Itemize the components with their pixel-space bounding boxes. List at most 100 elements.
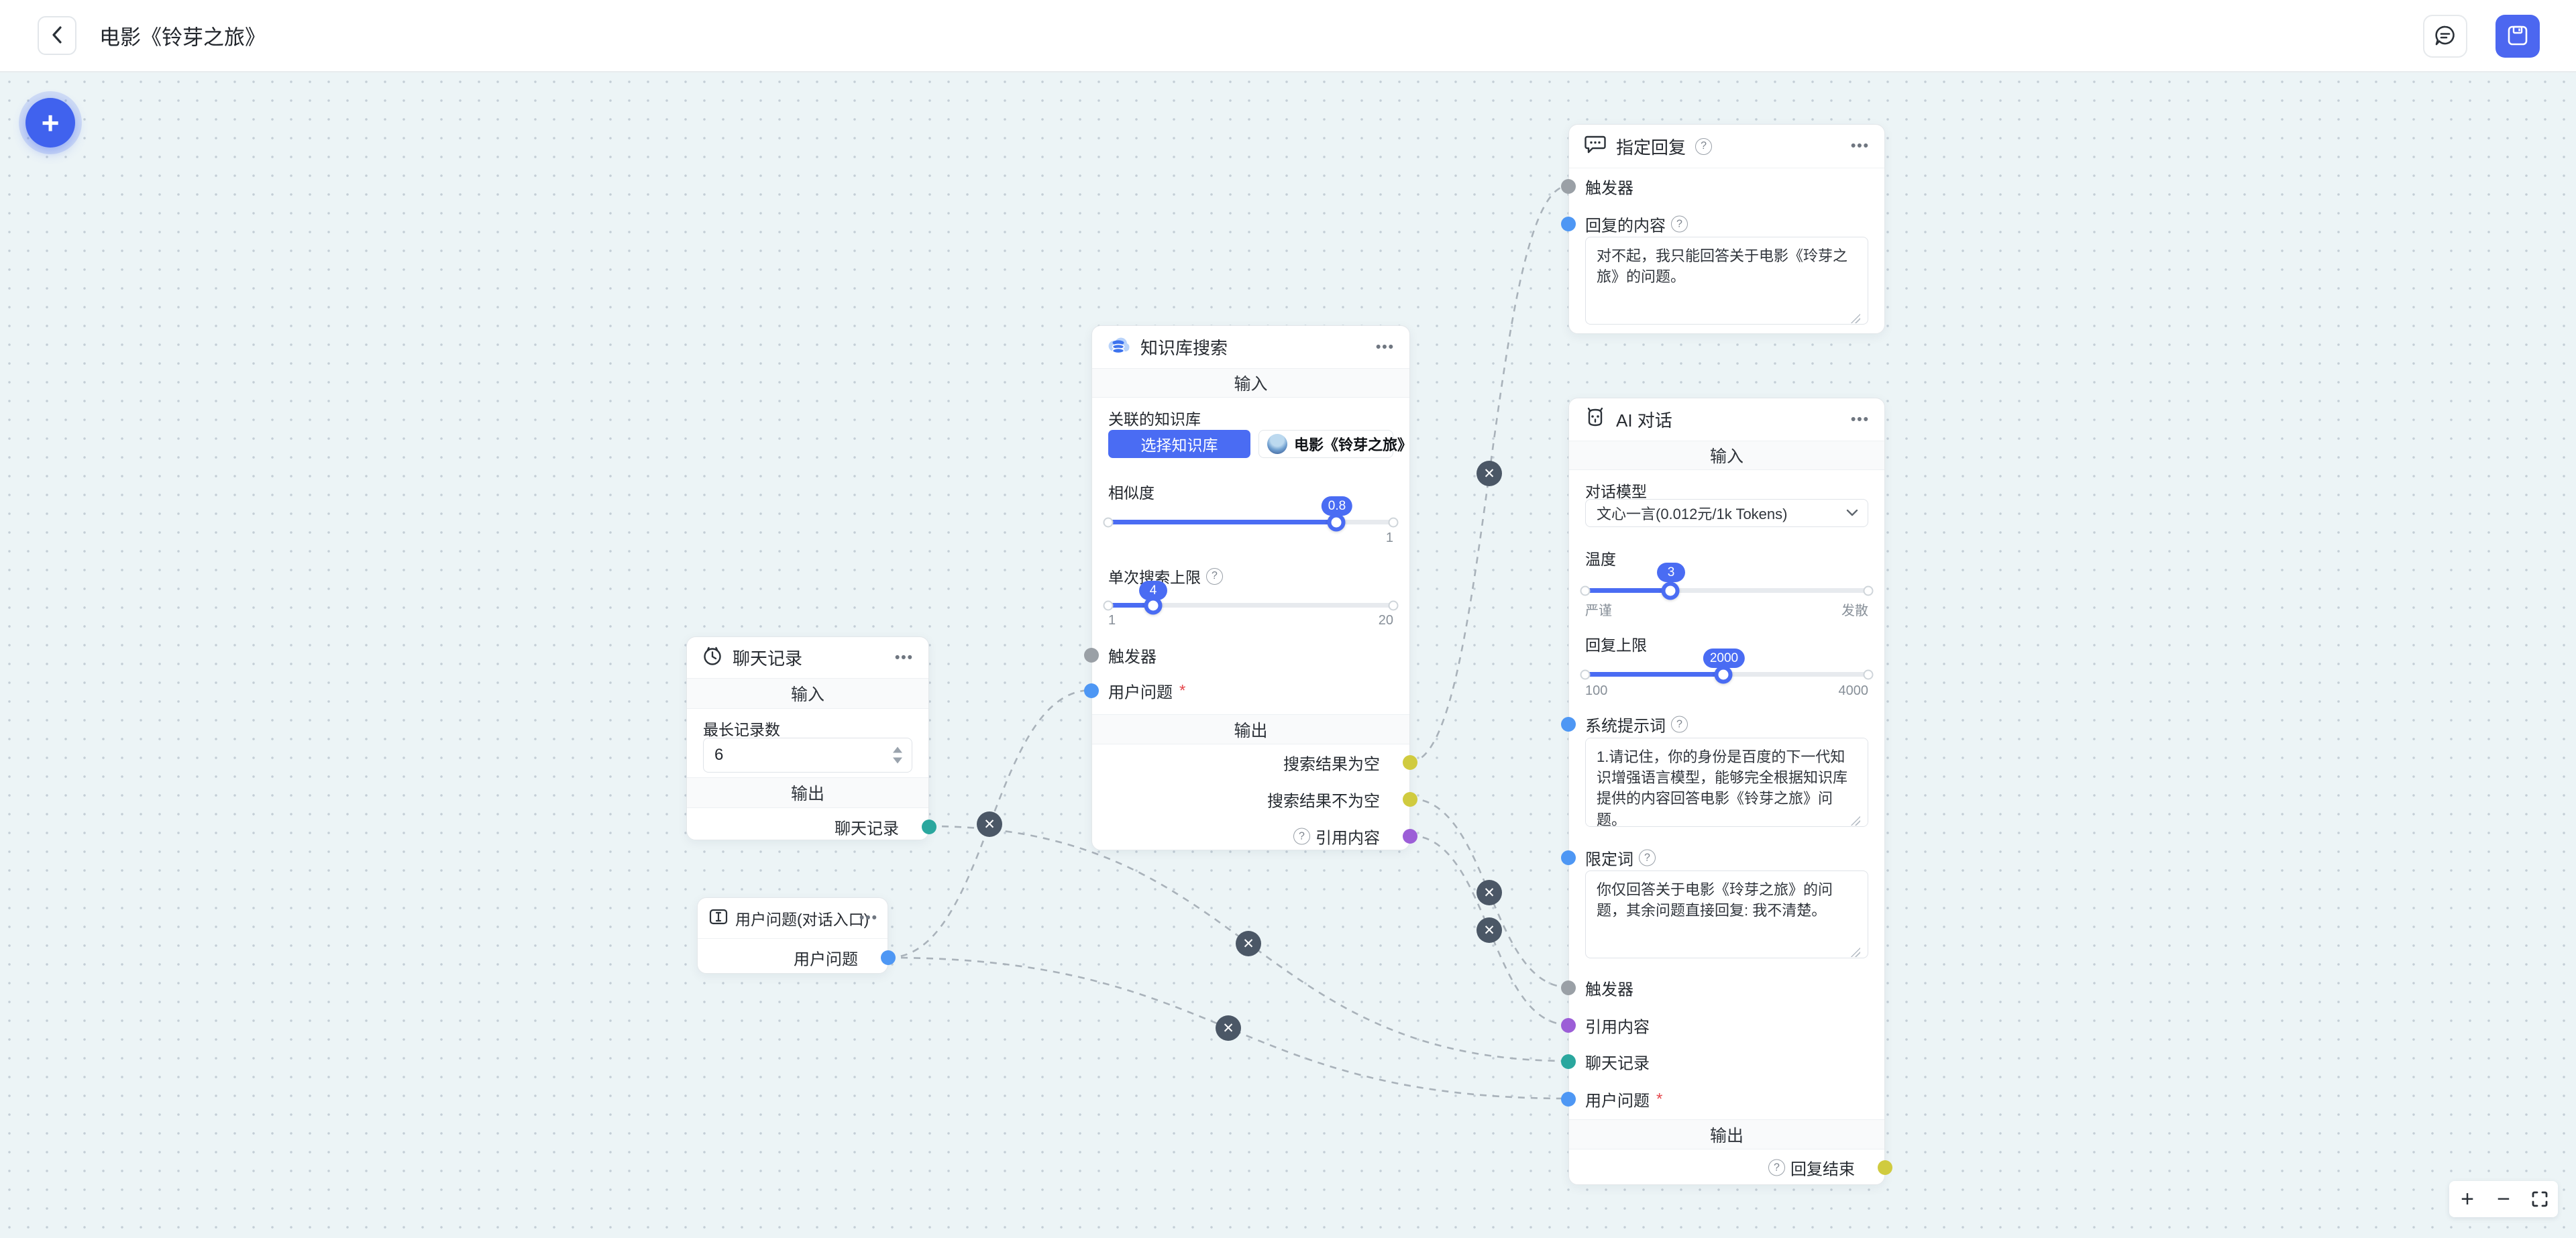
system-prompt-textarea[interactable]: 1.请记住，你的身份是百度的下一代知识增强语言模型，能够完全根据知识库提供的内容… — [1585, 738, 1868, 827]
node-title: 用户问题(对话入口) — [735, 911, 869, 928]
port-label: 触发器 — [1585, 179, 1633, 198]
temperature-max-label: 发散 — [1841, 604, 1868, 618]
similarity-slider-thumb[interactable] — [1327, 513, 1346, 531]
temperature-min-label: 严谨 — [1585, 604, 1612, 618]
reply-limit-value-bubble: 2000 — [1703, 649, 1746, 668]
port-label: 触发器 — [1585, 980, 1633, 999]
help-icon[interactable]: ? — [1671, 215, 1688, 233]
add-node-button[interactable]: + — [25, 98, 75, 148]
help-icon[interactable]: ? — [1293, 828, 1310, 845]
port-label: 回复的内容 — [1585, 217, 1666, 235]
port-dot-fixed-reply-content-input[interactable] — [1561, 217, 1576, 231]
port-dot-ai-citation-input[interactable] — [1561, 1018, 1576, 1033]
edge-delete-button[interactable]: ✕ — [1477, 917, 1502, 943]
port-row-ai-trigger: 触发器 — [1561, 978, 1884, 999]
zoom-out-button[interactable]: − — [2497, 1186, 2510, 1212]
port-row-kb-question: 用户问题* — [1084, 681, 1409, 702]
required-mark: * — [1179, 681, 1186, 699]
port-dot-kb-question-input[interactable] — [1084, 683, 1099, 698]
help-icon[interactable]: ? — [1768, 1159, 1785, 1176]
node-menu-button[interactable]: ••• — [1850, 138, 1870, 154]
port-dot-kb-result-not-empty-output[interactable] — [1403, 792, 1417, 807]
stepper-down-icon[interactable] — [893, 757, 902, 764]
node-menu-button[interactable]: ••• — [1375, 339, 1395, 355]
kb-poster-thumbnail — [1267, 434, 1287, 454]
help-icon[interactable]: ? — [1671, 716, 1688, 733]
node-user-question[interactable]: 用户问题(对话入口) ••• 用户问题 — [697, 897, 896, 974]
kb-chip[interactable]: 电影《铃芽之旅》 — [1258, 430, 1409, 458]
input-section-header: 输入 — [687, 678, 928, 709]
reply-content-textarea[interactable]: 对不起，我只能回答关于电影《玲芽之旅》的问题。 — [1585, 237, 1868, 325]
output-section-header: 输出 — [687, 777, 928, 808]
edge-delete-button[interactable]: ✕ — [977, 811, 1002, 837]
help-icon[interactable]: ? — [1206, 567, 1223, 585]
node-fixed-reply[interactable]: 指定回复 ? ••• 对不起，我只能回答关于电影《玲芽之旅》的问题。 触发器 回… — [1561, 124, 1885, 334]
port-dot-kb-trigger-input[interactable] — [1084, 648, 1099, 663]
port-label: 聊天记录 — [835, 820, 899, 838]
edge-delete-button[interactable]: ✕ — [1477, 880, 1502, 905]
node-ai-chat[interactable]: AI 对话 ••• 输入 对话模型 文心一言(0.012元/1k Tokens)… — [1561, 398, 1892, 1185]
port-label: 搜索结果不为空 — [1267, 792, 1380, 811]
fit-view-icon — [2532, 1191, 2548, 1207]
port-dot-ai-trigger-input[interactable] — [1561, 980, 1576, 995]
port-row-user-question-out: 用户问题 — [698, 948, 896, 969]
input-section-header: 输入 — [1092, 368, 1409, 398]
node-kb-search[interactable]: 知识库搜索 ••• 输入 关联的知识库 选择知识库 电影《铃芽之旅》 相似度 0… — [1084, 325, 1417, 850]
topbar-actions — [2423, 15, 2540, 58]
edge-delete-button[interactable]: ✕ — [1236, 931, 1261, 956]
back-button[interactable] — [38, 16, 76, 55]
port-dot-ai-chat-history-input[interactable] — [1561, 1054, 1576, 1069]
stepper-up-icon[interactable] — [893, 746, 902, 753]
preview-chat-button[interactable] — [2423, 15, 2467, 58]
node-menu-button[interactable]: ••• — [1850, 411, 1870, 427]
similarity-label: 相似度 — [1108, 484, 1155, 502]
port-dot-ai-system-prompt-input[interactable] — [1561, 717, 1576, 732]
node-menu-button[interactable]: ••• — [859, 910, 878, 925]
port-dot-ai-qualifier-input[interactable] — [1561, 850, 1576, 865]
clock-icon — [702, 645, 723, 670]
port-dot-chat-history-output[interactable] — [922, 820, 936, 834]
help-icon[interactable]: ? — [1639, 849, 1656, 866]
node-menu-button[interactable]: ••• — [894, 649, 914, 665]
select-kb-button[interactable]: 选择知识库 — [1108, 430, 1250, 458]
save-button[interactable] — [2496, 15, 2540, 58]
reply-limit-slider[interactable] — [1580, 665, 1874, 683]
reply-limit-label: 回复上限 — [1585, 636, 1647, 654]
edge-delete-button[interactable]: ✕ — [1477, 461, 1502, 486]
port-dot-ai-question-input[interactable] — [1561, 1092, 1576, 1107]
port-row-kb-result-empty: 搜索结果为空 — [1092, 753, 1417, 774]
port-dot-kb-result-empty-output[interactable] — [1403, 755, 1417, 770]
help-icon[interactable]: ? — [1695, 137, 1713, 155]
node-chat-history[interactable]: 聊天记录 ••• 输入 最长记录数 输出 聊天记录 — [686, 636, 936, 840]
node-fixed-reply-header: 指定回复 ? ••• — [1569, 125, 1884, 168]
max-records-stepper — [703, 738, 912, 773]
stepper-arrows[interactable] — [893, 746, 902, 764]
required-mark: * — [1656, 1090, 1663, 1108]
port-label: 搜索结果为空 — [1283, 755, 1380, 774]
similarity-slider[interactable] — [1103, 513, 1399, 531]
search-limit-slider[interactable] — [1103, 596, 1399, 614]
text-cursor-icon — [708, 907, 729, 930]
edge-delete-button[interactable]: ✕ — [1216, 1015, 1241, 1041]
temperature-slider[interactable] — [1580, 581, 1874, 600]
zoom-in-button[interactable]: + — [2461, 1186, 2474, 1212]
qualifier-textarea[interactable]: 你仅回答关于电影《玲芽之旅》的问题，其余问题直接回复: 我不清楚。 — [1585, 870, 1868, 958]
port-dot-kb-citation-output[interactable] — [1403, 829, 1417, 844]
port-row-fixed-reply-trigger: 触发器 — [1561, 177, 1884, 198]
port-dot-user-question-output[interactable] — [881, 950, 896, 965]
temperature-slider-thumb[interactable] — [1661, 581, 1680, 600]
save-floppy-icon — [2506, 24, 2529, 49]
port-dot-ai-reply-end-output[interactable] — [1878, 1160, 1892, 1175]
reply-limit-slider-thumb[interactable] — [1714, 665, 1733, 683]
node-user-question-header: 用户问题(对话入口) ••• — [698, 898, 888, 939]
port-label: 引用内容 — [1316, 829, 1380, 848]
output-section-header: 输出 — [1092, 714, 1409, 744]
port-dot-fixed-reply-trigger-input[interactable] — [1561, 179, 1576, 194]
fit-view-button[interactable] — [2524, 1181, 2555, 1217]
model-select[interactable]: 文心一言(0.012元/1k Tokens) — [1585, 499, 1868, 527]
max-records-input[interactable] — [714, 738, 860, 772]
reply-limit-min-label: 100 — [1585, 683, 1608, 698]
node-chat-history-header: 聊天记录 ••• — [687, 637, 928, 678]
port-row-chat-history-out: 聊天记录 — [687, 818, 936, 838]
model-label: 对话模型 — [1585, 483, 1647, 500]
